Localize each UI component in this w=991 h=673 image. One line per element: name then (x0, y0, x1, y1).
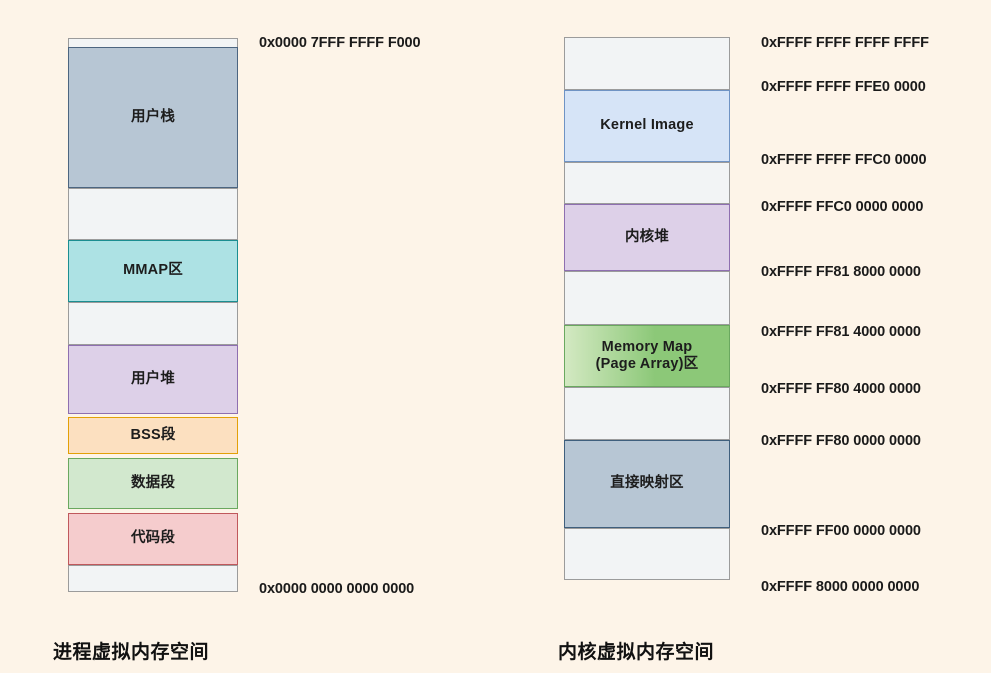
kernel-block-spacer-6 (564, 387, 730, 440)
kernel-block-label: 直接映射区 (610, 475, 684, 492)
process-block-用户堆: 用户堆 (68, 345, 238, 414)
kernel-address-label-6: 0xFFFF FF80 4000 0000 (761, 381, 921, 397)
process-block-数据段: 数据段 (68, 458, 238, 509)
process-block-spacer-2 (68, 188, 238, 240)
kernel-address-label-5: 0xFFFF FF81 4000 0000 (761, 324, 921, 340)
kernel-block-memory-map-page-array区: Memory Map (Page Array)区 (564, 325, 730, 387)
kernel-virtual-memory-column: Kernel Image 内核堆 Memory Map (Page Array)区直… (564, 36, 730, 582)
kernel-block-label: Memory Map (Page Array)区 (595, 338, 699, 372)
kernel-address-label-4: 0xFFFF FF81 8000 0000 (761, 264, 921, 280)
kernel-space-caption: 内核虚拟内存空间 (558, 642, 715, 663)
kernel-block-spacer-2 (564, 162, 730, 204)
process-block-label: 代码段 (130, 530, 176, 547)
kernel-block-spacer-0 (564, 37, 730, 90)
process-block-spacer-9 (68, 565, 238, 592)
process-virtual-memory-column: 用户栈 MMAP区用户堆 BSS段数据段代码段 (68, 36, 238, 594)
process-block-代码段: 代码段 (68, 513, 238, 565)
process-bottom-address-label: 0x0000 0000 0000 0000 (259, 581, 415, 597)
process-block-mmap区: MMAP区 (68, 240, 238, 302)
kernel-block-label: 内核堆 (624, 228, 670, 245)
process-space-caption: 进程虚拟内存空间 (53, 642, 210, 663)
kernel-block-label: Kernel Image (600, 117, 694, 134)
process-top-address-label: 0x0000 7FFF FFFF F000 (259, 35, 421, 51)
process-block-label: 用户堆 (130, 370, 176, 387)
kernel-address-label-8: 0xFFFF FF00 0000 0000 (761, 523, 921, 539)
kernel-block-spacer-4 (564, 271, 730, 325)
kernel-block-spacer-8 (564, 528, 730, 580)
kernel-address-label-3: 0xFFFF FFC0 0000 0000 (761, 199, 924, 215)
process-block-label: 用户栈 (130, 108, 176, 125)
kernel-address-label-7: 0xFFFF FF80 0000 0000 (761, 433, 921, 449)
process-block-用户栈: 用户栈 (68, 47, 238, 188)
process-block-label: BSS段 (130, 426, 176, 443)
kernel-block-直接映射区: 直接映射区 (564, 440, 730, 528)
kernel-address-label-1: 0xFFFF FFFF FFE0 0000 (761, 79, 926, 95)
process-block-label: 数据段 (130, 474, 176, 491)
process-block-label: MMAP区 (123, 262, 183, 279)
kernel-address-label-9: 0xFFFF 8000 0000 0000 (761, 579, 920, 595)
kernel-block-kernel-image: Kernel Image (564, 90, 730, 162)
process-block-bss段: BSS段 (68, 417, 238, 454)
kernel-block-内核堆: 内核堆 (564, 204, 730, 271)
process-block-spacer-4 (68, 302, 238, 345)
kernel-address-label-2: 0xFFFF FFFF FFC0 0000 (761, 152, 927, 168)
kernel-address-label-0: 0xFFFF FFFF FFFF FFFF (761, 35, 929, 51)
